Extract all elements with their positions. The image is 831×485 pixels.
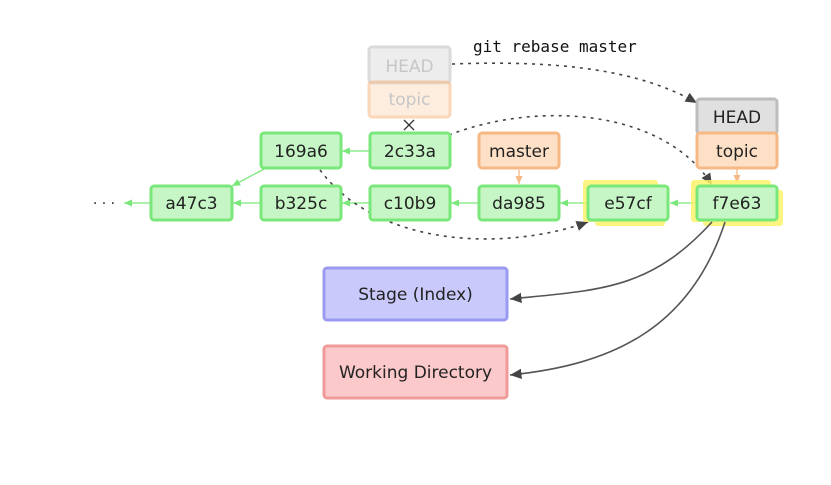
svg-text:b325c: b325c: [275, 194, 328, 214]
old-topic-ref: topic: [367, 80, 452, 119]
svg-text:Working Directory: Working Directory: [339, 363, 492, 383]
link-169a6-a47c3: [231, 167, 267, 187]
svg-text:topic: topic: [389, 90, 431, 110]
commit-a47c3: a47c3: [149, 184, 234, 222]
working-directory-box: Working Directory: [322, 344, 509, 400]
arrow-to-stage: [509, 221, 713, 303]
commit-2c33a: 2c33a: [368, 131, 452, 170]
svg-text:f7e63: f7e63: [713, 194, 762, 214]
commit-da985: da985: [477, 184, 561, 222]
svg-text:Stage (Index): Stage (Index): [358, 285, 473, 305]
svg-text:master: master: [489, 142, 549, 162]
arrow-to-workdir: [509, 221, 726, 379]
svg-text:HEAD: HEAD: [385, 57, 433, 77]
rebase-arrows: [319, 62, 713, 240]
svg-text:169a6: 169a6: [274, 142, 328, 162]
master-ref: master: [477, 131, 561, 170]
cross-icon: [403, 119, 415, 131]
commit-f7e63: f7e63: [695, 184, 779, 222]
commit-b325c: b325c: [259, 184, 343, 222]
stage-index-box: Stage (Index): [322, 266, 509, 322]
arrow-169a6-to-e57cf: [319, 169, 589, 240]
command-label: git rebase master: [473, 37, 637, 56]
svg-text:c10b9: c10b9: [384, 194, 437, 214]
checkout-arrows: [509, 221, 726, 379]
svg-text:a47c3: a47c3: [165, 194, 217, 214]
history-ellipsis: · · ·: [93, 196, 115, 212]
new-head-ref: HEAD: [695, 97, 779, 136]
svg-text:da985: da985: [492, 194, 546, 214]
svg-text:e57cf: e57cf: [604, 194, 652, 214]
svg-text:topic: topic: [716, 142, 758, 162]
new-topic-ref: topic: [695, 131, 779, 170]
svg-text:2c33a: 2c33a: [384, 142, 436, 162]
svg-text:HEAD: HEAD: [713, 108, 761, 128]
arrow-head-move: [451, 62, 698, 104]
old-head-ref: HEAD: [367, 45, 452, 85]
commit-c10b9: c10b9: [368, 184, 452, 222]
commit-169a6: 169a6: [259, 131, 343, 170]
commit-e57cf: e57cf: [586, 184, 670, 222]
